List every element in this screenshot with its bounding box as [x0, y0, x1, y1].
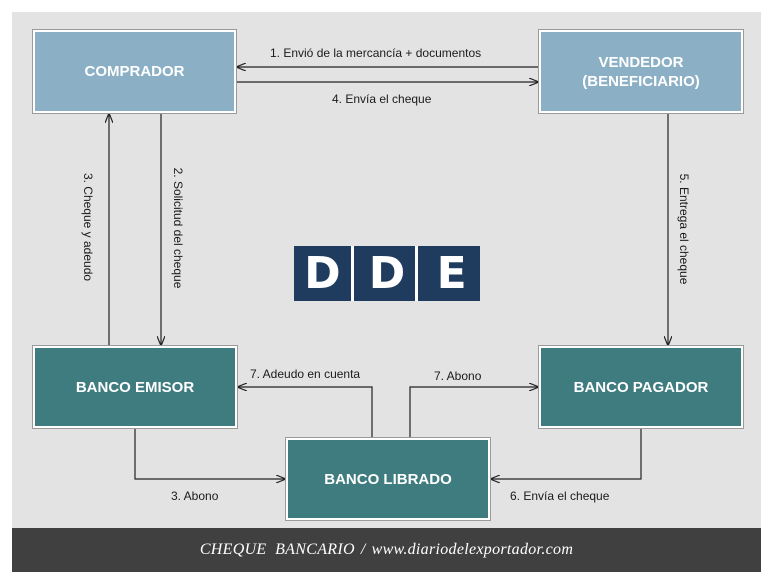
label-step3-vertical: 3. Cheque y adeudo — [81, 172, 95, 282]
box-banco-pagador-label: BANCO PAGADOR — [573, 378, 709, 396]
box-banco-librado: BANCO LIBRADO — [286, 438, 490, 520]
label-step2-vertical: 2. Solicitud del cheque — [171, 167, 185, 289]
box-banco-emisor-label: BANCO EMISOR — [75, 378, 195, 396]
box-banco-emisor: BANCO EMISOR — [33, 346, 237, 428]
dde-logo: D D E — [294, 246, 481, 301]
footer-site: www.diariodelexportador.com — [371, 541, 574, 558]
footer-banner: CHEQUE BANCARIO / www.diariodelexportado… — [12, 528, 761, 572]
box-banco-pagador: BANCO PAGADOR — [539, 346, 743, 428]
arrow-step3-abono — [134, 429, 285, 479]
label-step7-abono: 7. Abono — [434, 369, 482, 383]
footer-separator: / — [360, 541, 366, 558]
label-step6: 6. Envía el cheque — [510, 489, 610, 503]
label-step1: 1. Envió de la mercancía + documentos — [270, 46, 482, 60]
box-comprador-label: COMPRADOR — [84, 63, 185, 80]
label-step3-abono: 3. Abono — [171, 489, 219, 503]
label-step7-adeudo: 7. Adeudo en cuenta — [250, 367, 361, 381]
footer-title: CHEQUE BANCARIO — [199, 541, 355, 558]
box-vendedor: VENDEDOR (BENEFICIARIO) — [539, 30, 743, 113]
label-step5-vertical: 5. Entrega el cheque — [677, 173, 691, 285]
box-vendedor-label: VENDEDOR — [598, 53, 684, 71]
box-comprador: COMPRADOR — [33, 30, 236, 113]
logo-letter-e: E — [423, 246, 481, 301]
arrow-step6 — [491, 429, 642, 479]
arrow-step7-adeudo — [238, 387, 373, 437]
box-banco-librado-label: BANCO LIBRADO — [324, 470, 452, 488]
logo-letter-d1: D — [294, 246, 354, 301]
label-step4: 4. Envía el cheque — [332, 92, 432, 106]
arrow-step7-abono — [409, 387, 538, 437]
logo-letter-d2: D — [358, 246, 419, 301]
box-vendedor-sublabel: (BENEFICIARIO) — [582, 72, 700, 90]
